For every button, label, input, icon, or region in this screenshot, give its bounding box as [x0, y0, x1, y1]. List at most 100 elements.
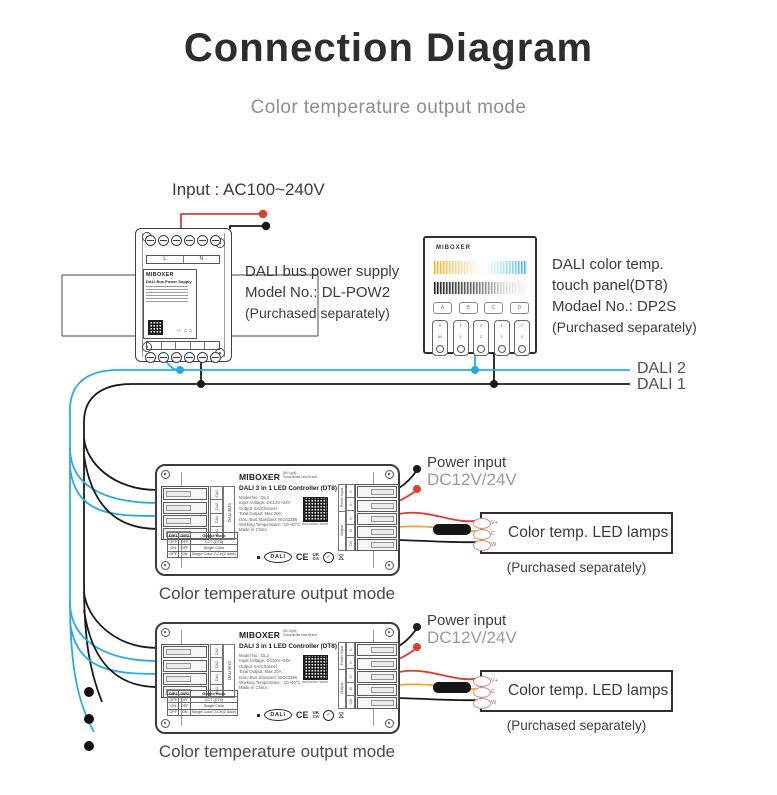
wire-sleeve-1 [433, 524, 471, 535]
ctrl1-output-terminals [355, 484, 399, 552]
psu-callout-line1: DALI bus power supply [245, 263, 400, 280]
psu-callout-line2: Model No.: DL-POW2 [245, 284, 391, 301]
ctrl1-mode-caption: Color temperature output mode [158, 584, 396, 603]
zone-label: 4 [521, 334, 523, 339]
spec-line: Output: 6A/Channel [239, 663, 277, 669]
ukca-uk: UK [312, 709, 320, 715]
zone-switch-3: I 3 [493, 320, 510, 356]
zone-switch-2: I 2 [473, 320, 489, 356]
lamp-terminal-w: W [473, 540, 496, 551]
terminal-slot [163, 646, 207, 659]
lamp-terminal-label: W [491, 700, 497, 706]
terminal-label: DA2 [214, 489, 219, 497]
psu-output-strip [146, 341, 220, 350]
ctrl-screw [161, 470, 170, 479]
terminal-screw [210, 235, 221, 246]
zone-on-label: I [500, 323, 503, 328]
dip-cell: Single Color 2-CH(2 Addr) [189, 708, 239, 716]
terminal-slot [357, 657, 397, 670]
brand-tag-line2: Subordinate New Brand [283, 632, 317, 637]
terminal-screw [210, 352, 221, 363]
ctrl1-power-input-voltage: DC12V/24V [427, 470, 517, 489]
terminal-screw [171, 352, 182, 363]
terminal-slot [357, 670, 397, 683]
page-title: Connection Diagram [183, 26, 594, 70]
zone-on-label: I [480, 323, 482, 328]
zone-switch-1: I 1 [452, 320, 469, 356]
zone-on-label: I [459, 323, 462, 328]
panel-callout-line4: (Purchased separately) [552, 319, 697, 335]
terminal-label: DA2 [214, 502, 219, 510]
spec-line: Input Voltage: DC12V~24V [239, 500, 291, 506]
ctrl2-right-terminal-labels: V- V+ V+ W CW [346, 642, 355, 709]
terminal-label-N: N [199, 256, 204, 262]
dali-bus-group-label: DALI BUS [226, 503, 232, 523]
zone-off-circle [477, 345, 485, 353]
spec-line: DALI Bus Standard: IEC62386 [239, 674, 298, 680]
group-button-c: C [484, 302, 504, 314]
zone-off-circle [436, 345, 444, 353]
ctrl2-qr-code [303, 655, 328, 680]
zone-label: 2 [480, 334, 482, 339]
terminal-slot [357, 697, 397, 710]
lamp-box-label: Color temp. LED lamps [508, 682, 669, 699]
terminal-screw [197, 235, 208, 246]
spec-line: DALI Bus Standard: IEC62386 [239, 516, 298, 522]
dali-logo: DALI [264, 709, 292, 721]
terminal-label: CW [348, 541, 353, 547]
ctrl-screw [385, 561, 394, 570]
brightness-slider [434, 282, 527, 294]
controller1-bus-branches [69, 437, 159, 530]
terminal-label: V- [348, 489, 353, 493]
fine-print-line [146, 300, 189, 302]
terminal-label: V+ [348, 673, 353, 678]
ukca-mark: UK CA [313, 552, 320, 562]
cert-circle-icon: ✓ [323, 709, 335, 721]
dot-mark [257, 713, 260, 717]
terminal-label: DA1 [214, 674, 219, 682]
lamp-box-2: V+ C W Color temp. LED lamps [473, 670, 673, 712]
terminal-slot [357, 684, 397, 697]
terminal-label: V+ [348, 515, 353, 520]
dali2-label: DALI 2 [637, 360, 686, 377]
terminal-slot [357, 512, 397, 525]
ctrl2-cert-badges: DALI CE UK CA ✓ ⧖ [257, 709, 344, 721]
terminal-label: W [348, 529, 353, 533]
cert-circle-icon: ✓ [323, 551, 335, 563]
ctrl-brand-tag: [MI·Light] Subordinate New Brand [283, 471, 317, 479]
panel-callout-line1: DALI color temp. [552, 256, 664, 273]
psu-callout-line3: (Purchased separately) [245, 305, 390, 321]
ctrl2-mode-caption: Color temperature output mode [158, 742, 396, 761]
psu-cert-icons: ○ ⌂⌂ [176, 328, 193, 334]
psu-qr-code [148, 320, 163, 335]
terminal-slot [163, 659, 207, 672]
psu-info-label: MIBOXER DALI Bus Power Supply ○ ⌂⌂ [143, 269, 197, 339]
ukca-ca: CA [312, 714, 320, 719]
lamp-terminal-vplus: V+ [473, 518, 498, 529]
ce-mark: CE [296, 552, 309, 562]
dot-mark [257, 555, 260, 559]
led-controller-1: DA2 DA2 DA1 DA1 DALI BUS MIBOXER [MI·Lig… [155, 464, 400, 576]
lamp-terminal-c: C [473, 529, 495, 540]
terminal-slot [357, 486, 397, 499]
lamp-note-2: (Purchased separately) [506, 718, 647, 733]
psu-brand-logo: MIBOXER [146, 272, 174, 278]
terminal-slot [357, 539, 397, 552]
dali1-label: DALI 1 [637, 376, 686, 393]
zone-switch-all: I All [432, 320, 448, 356]
terminal-slot [357, 644, 397, 657]
brand-tag-line1: [MI·Light] [283, 471, 297, 475]
ctrl2-output-terminals [355, 642, 399, 710]
terminal-slot [163, 672, 207, 685]
zone-switch-4: I 4 [514, 320, 530, 356]
terminal-label: V+ [348, 660, 353, 665]
lamp-terminal-label: C [491, 689, 495, 695]
terminal-slot [357, 499, 397, 512]
ctrl-screw [385, 470, 394, 479]
ac-input-wires [180, 213, 265, 229]
psu-callout: DALI bus power supply Model No.: DL-POW2… [245, 261, 399, 324]
group-button-d: D [509, 302, 529, 314]
terminal-screw [171, 235, 182, 246]
zone-on-label: I [439, 323, 441, 328]
